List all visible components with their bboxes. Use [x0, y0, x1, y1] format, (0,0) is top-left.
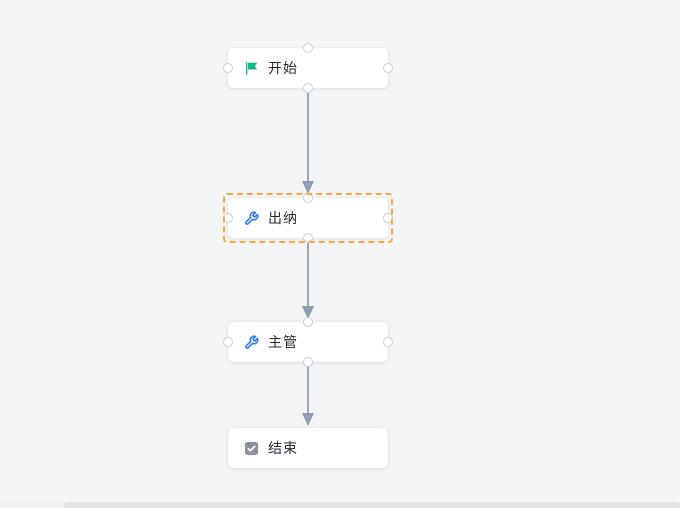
flow-node-end[interactable]: 结束: [228, 428, 388, 468]
node-label: 开始: [268, 60, 298, 76]
port-bottom[interactable]: [303, 357, 313, 367]
port-right[interactable]: [383, 213, 393, 223]
wrench-icon: [244, 334, 259, 350]
node-label: 结束: [268, 440, 298, 456]
horizontal-scrollbar-thumb[interactable]: [64, 502, 680, 508]
node-label: 出纳: [268, 210, 298, 226]
port-left[interactable]: [223, 63, 233, 73]
edge-supervisor-to-end[interactable]: [302, 367, 314, 426]
port-right[interactable]: [383, 337, 393, 347]
port-right[interactable]: [383, 63, 393, 73]
wrench-icon: [244, 210, 259, 226]
flow-node-start[interactable]: 开始: [223, 43, 393, 93]
port-bottom[interactable]: [303, 233, 313, 243]
port-top[interactable]: [303, 193, 313, 203]
port-left[interactable]: [223, 213, 233, 223]
check-square-icon: [244, 441, 259, 456]
port-bottom[interactable]: [303, 83, 313, 93]
port-top[interactable]: [303, 43, 313, 53]
flow-node-supervisor[interactable]: 主管: [223, 317, 393, 367]
edge-start-to-cashier[interactable]: [302, 93, 314, 194]
port-top[interactable]: [303, 317, 313, 327]
node-label: 主管: [268, 334, 298, 350]
flow-node-cashier[interactable]: 出纳: [223, 193, 393, 243]
port-left[interactable]: [223, 337, 233, 347]
flag-icon: [244, 61, 259, 76]
edge-cashier-to-supervisor[interactable]: [302, 243, 314, 319]
horizontal-scrollbar[interactable]: [0, 502, 680, 508]
